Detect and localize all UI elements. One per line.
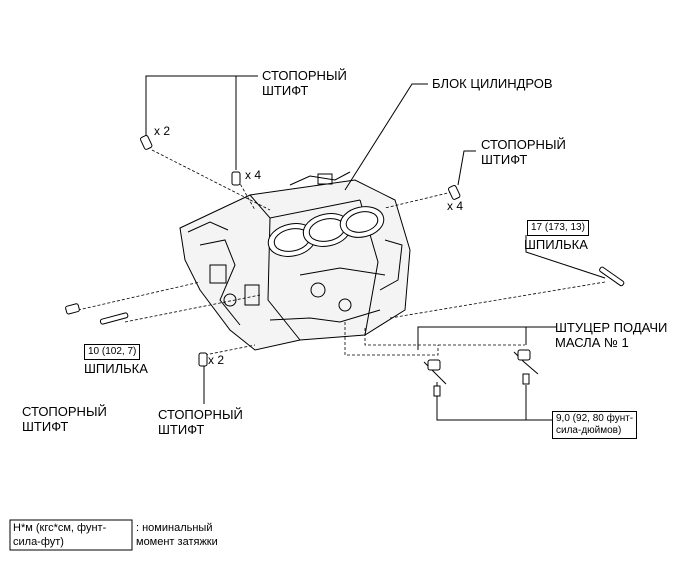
cylinder-block-drawing	[179, 171, 411, 351]
quantity-top-mid: x 4	[245, 168, 262, 182]
dowel-pin-bl-line1: СТОПОРНЫЙ	[22, 404, 107, 419]
dowel-pin-top-label: СТОПОРНЫЙ ШТИФТ	[262, 68, 347, 98]
torque-oil-nozzle: 9,0 (92, 80 фунт- сила-дюймов)	[552, 411, 638, 439]
dowel-pin-bottom-mid-label: СТОПОРНЫЙ ШТИФТ	[158, 407, 243, 437]
cylinder-block-label: БЛОК ЦИЛИНДРОВ	[432, 76, 553, 91]
oil-nozzle-right	[513, 349, 539, 385]
dowel-pin-top-line1: СТОПОРНЫЙ	[262, 68, 347, 83]
small-parts	[65, 135, 625, 397]
legend-box	[9, 519, 133, 551]
oil-nozzle-left	[423, 359, 447, 397]
oil-nozzle-line2: МАСЛА № 1	[555, 335, 629, 350]
dowel-pin-bm-line1: СТОПОРНЫЙ	[158, 407, 243, 422]
torque-stud-right: 17 (173, 13)	[527, 220, 589, 236]
quantity-bottom: x 2	[208, 353, 225, 367]
torque-oil-nozzle-line2: сила-дюймов)	[556, 425, 622, 436]
leader-lines	[145, 75, 606, 421]
dowel-pin-right-line2: ШТИФТ	[481, 152, 528, 167]
assembly-lines	[77, 149, 606, 356]
dowel-pin-top-line2: ШТИФТ	[262, 83, 309, 98]
legend-units: Н*м (кгс*см, фунт- сила-фут)	[13, 521, 106, 549]
oil-nozzle-line1: ШТУЦЕР ПОДАЧИ	[555, 320, 668, 335]
legend-description-line1: : номинальный	[136, 522, 213, 534]
dowel-pin-bm-line2: ШТИФТ	[158, 422, 205, 437]
torque-oil-nozzle-line1: 9,0 (92, 80 фунт-	[556, 413, 634, 424]
legend-description-line2: момент затяжки	[136, 536, 218, 548]
stud-right-label: ШПИЛЬКА	[524, 237, 588, 252]
quantity-top-left: x 2	[154, 124, 171, 138]
legend-description: : номинальный момент затяжки	[136, 521, 218, 549]
torque-stud-left: 10 (102, 7)	[84, 344, 141, 360]
dowel-pin-right-line1: СТОПОРНЫЙ	[481, 137, 566, 152]
legend-units-line2: сила-фут)	[13, 536, 64, 548]
quantity-right: x 4	[447, 199, 464, 213]
oil-nozzle-label: ШТУЦЕР ПОДАЧИ МАСЛА № 1	[555, 320, 667, 350]
legend-units-line1: Н*м (кгс*см, фунт-	[13, 522, 107, 534]
dowel-pin-bottom-left-label: СТОПОРНЫЙ ШТИФТ	[22, 404, 107, 434]
stud-left-label: ШПИЛЬКА	[84, 361, 148, 376]
dowel-pin-right-label: СТОПОРНЫЙ ШТИФТ	[481, 137, 566, 167]
dowel-pin-bl-line2: ШТИФТ	[22, 419, 69, 434]
